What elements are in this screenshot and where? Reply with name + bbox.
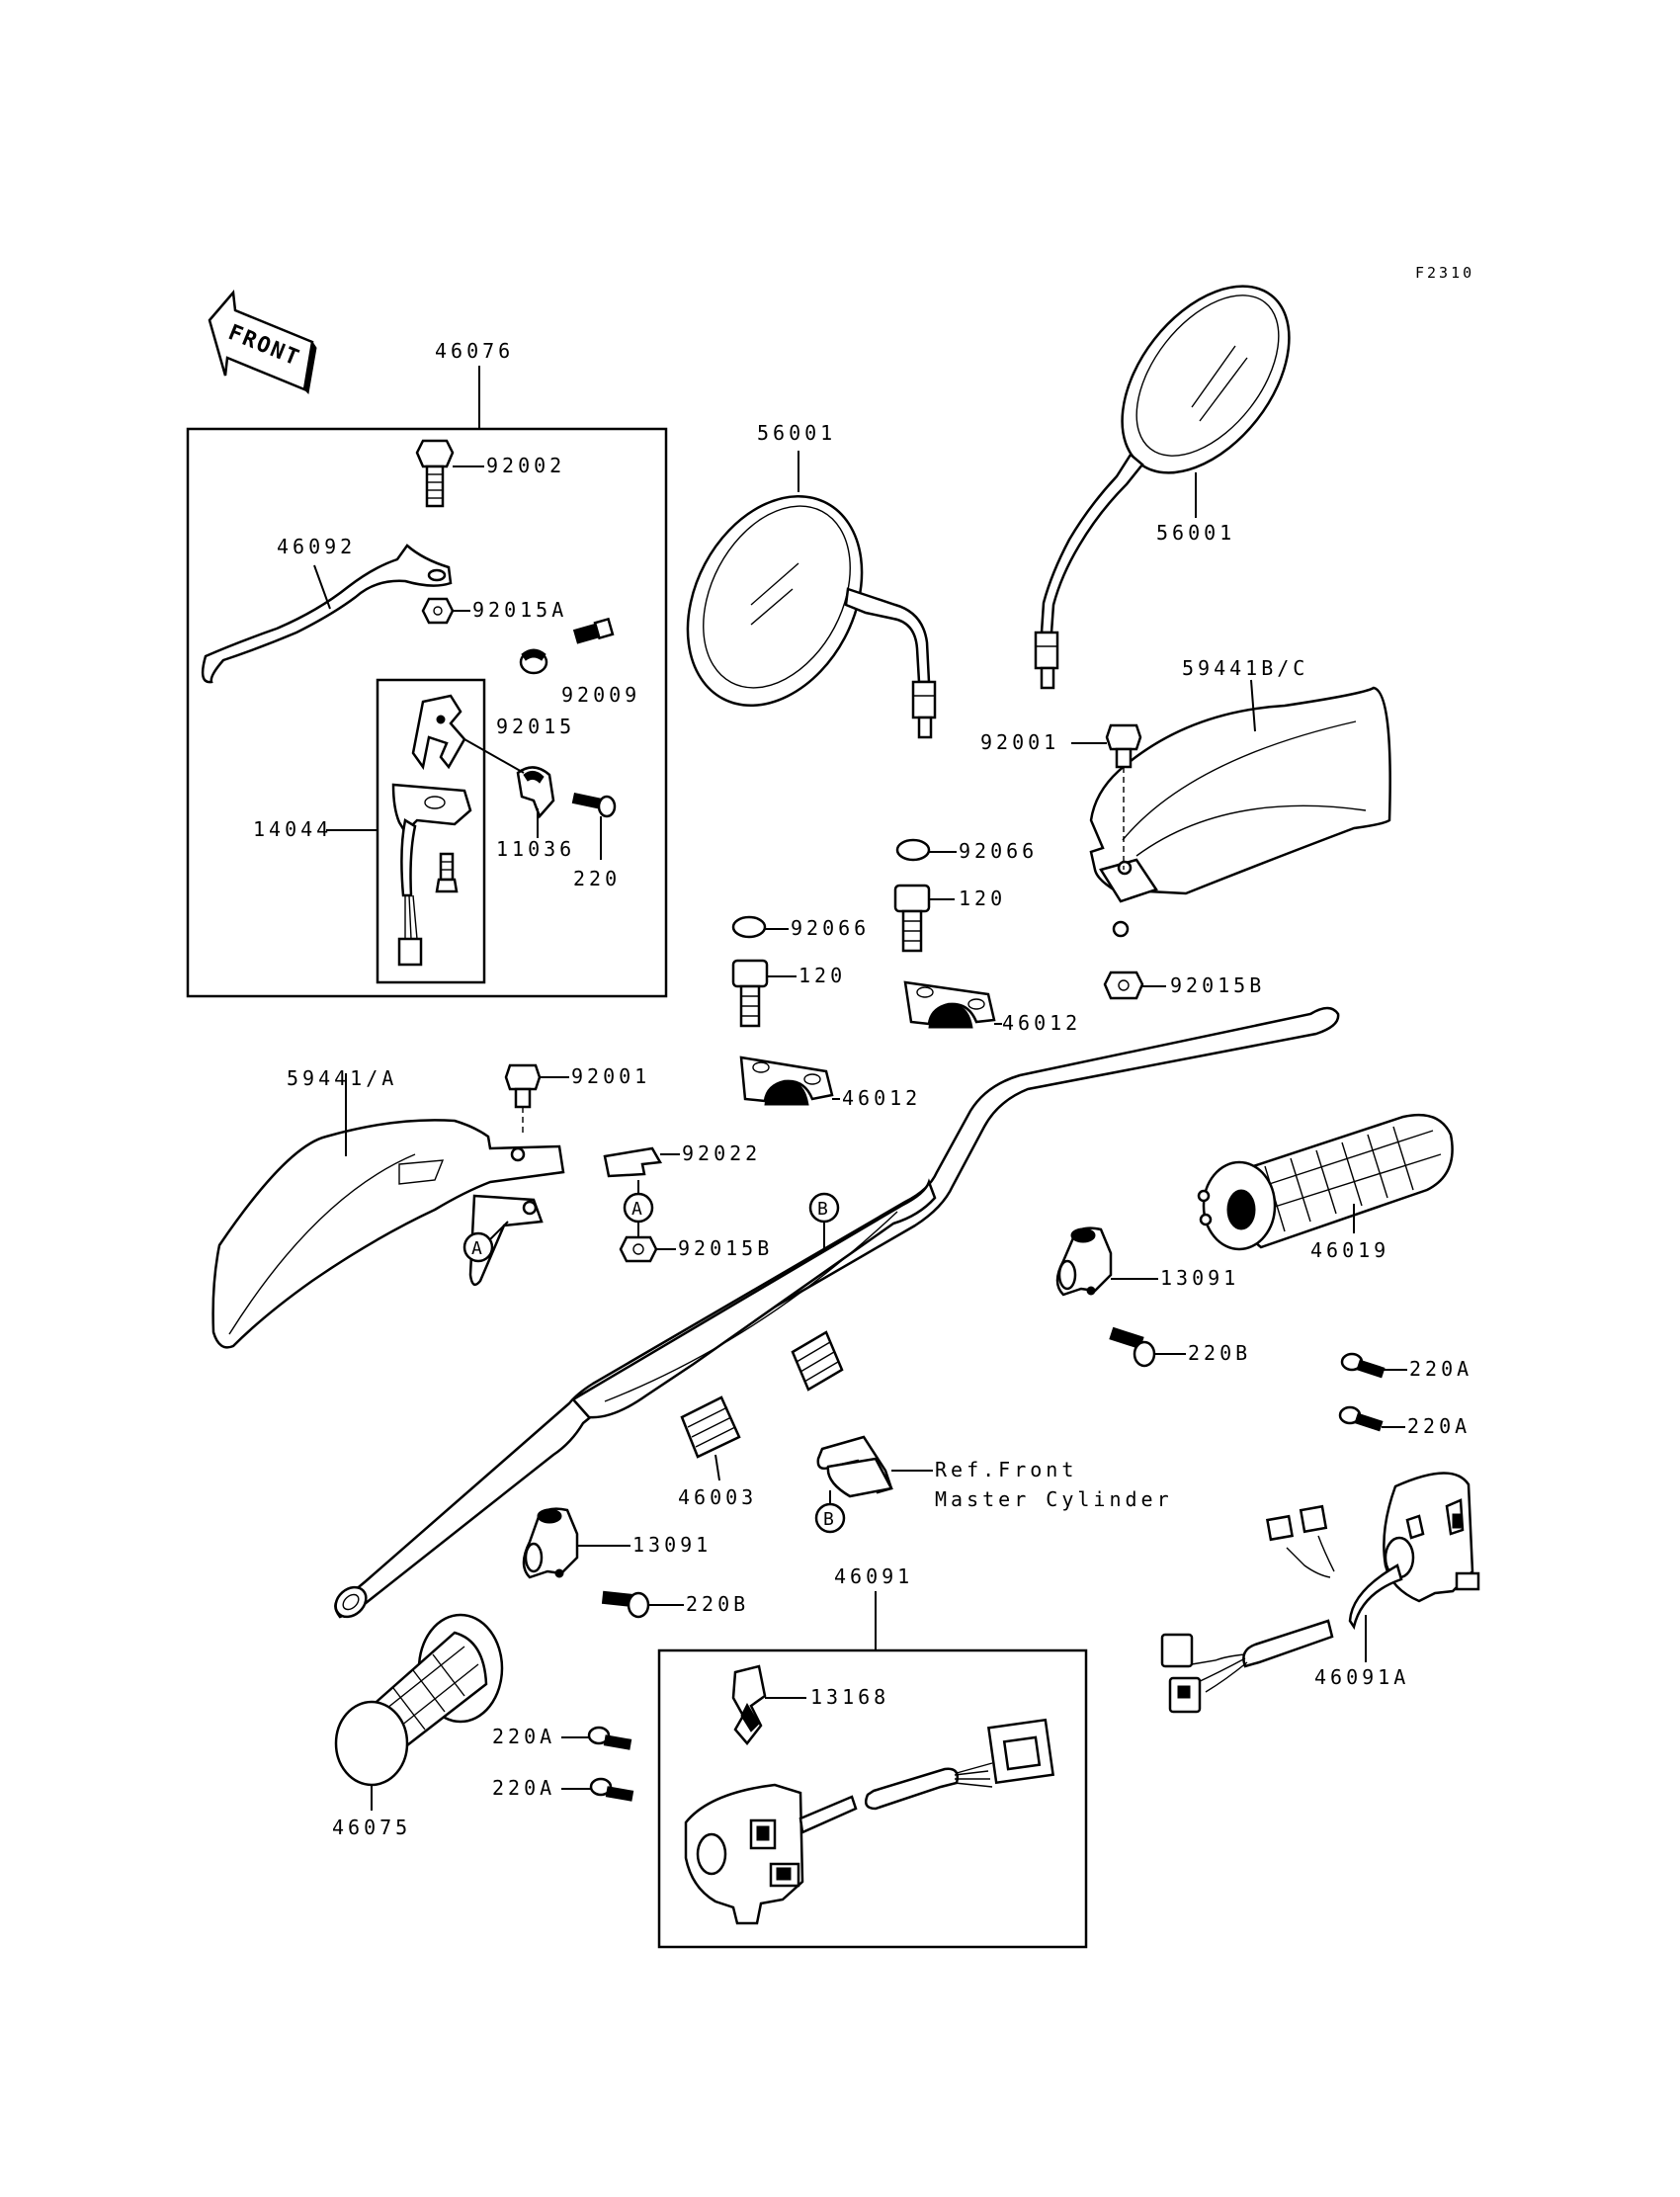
- screw-220a-l2-icon: [589, 1777, 634, 1802]
- screw-small-icon: [435, 852, 459, 893]
- nut-92015b-right-icon: [1103, 971, 1144, 1000]
- label-92066-a: 92066: [959, 839, 1038, 863]
- label-92015b-right: 92015B: [1170, 973, 1265, 997]
- bolt-92001-left-icon: [504, 1063, 542, 1109]
- label-220a-l1: 220A: [492, 1725, 555, 1748]
- mirror-right-icon: [1034, 285, 1291, 690]
- label-46092: 46092: [277, 535, 356, 558]
- label-92002: 92002: [486, 454, 565, 477]
- clamp-13091-right-icon: [1055, 1226, 1113, 1297]
- nut-92015-icon: [519, 648, 548, 675]
- label-92001-left: 92001: [571, 1064, 650, 1088]
- label-220b-left: 220B: [686, 1592, 749, 1616]
- label-92015a: 92015A: [472, 598, 567, 622]
- switch-bracket-icon: [391, 783, 472, 967]
- callout-b-handlebar: B: [808, 1192, 840, 1224]
- switch-46091-box: [657, 1648, 1088, 1949]
- label-46012-b: 46012: [842, 1086, 921, 1110]
- hand-guard-left-icon: [211, 1119, 565, 1349]
- label-46003: 46003: [678, 1485, 757, 1509]
- callout-a-left: A: [462, 1231, 494, 1263]
- svg-text:A: A: [471, 1238, 482, 1259]
- label-13091-right: 13091: [1160, 1266, 1239, 1290]
- label-46019: 46019: [1310, 1238, 1389, 1262]
- label-14044: 14044: [253, 817, 332, 841]
- label-220: 220: [573, 867, 621, 890]
- bolt-92002-icon: [415, 439, 455, 508]
- clip-13168-icon: [731, 1664, 767, 1745]
- label-220a-l2: 220A: [492, 1776, 555, 1800]
- label-120-a: 120: [959, 887, 1006, 910]
- clamp-46012-b-icon: [739, 1056, 834, 1106]
- washer-92066-a-icon: [895, 838, 931, 862]
- label-11036: 11036: [496, 837, 575, 861]
- label-220b-right: 220B: [1188, 1341, 1251, 1365]
- label-46012-a: 46012: [1002, 1011, 1081, 1035]
- label-92015b-left: 92015B: [678, 1236, 773, 1260]
- nut-92015a-icon: [421, 597, 455, 625]
- label-220a-r1: 220A: [1409, 1357, 1472, 1381]
- screw-220a-r2-icon: [1338, 1405, 1384, 1432]
- bolt-120-b-icon: [731, 959, 769, 1028]
- label-56001-right: 56001: [1156, 521, 1235, 545]
- handlebar-46003-icon: [334, 1006, 1340, 1619]
- lever-46092-icon: [201, 544, 453, 684]
- figure-code: F2310: [1415, 264, 1474, 282]
- label-56001-left: 56001: [757, 421, 836, 445]
- clamp-13091-left-icon: [522, 1507, 579, 1579]
- clip-92022-icon: [603, 1146, 663, 1178]
- screw-220a-l1-icon: [587, 1726, 632, 1750]
- label-59441-a: 59441/A: [287, 1066, 397, 1090]
- svg-text:B: B: [823, 1509, 834, 1530]
- label-13091-left: 13091: [632, 1533, 712, 1557]
- label-220a-r2: 220A: [1407, 1414, 1470, 1438]
- label-92001-right: 92001: [980, 730, 1059, 754]
- switch-46091-icon: [684, 1718, 1055, 1925]
- callout-a-right: A: [623, 1192, 654, 1224]
- screw-220b-right-icon: [1109, 1326, 1156, 1368]
- knurl-pad-icon: [680, 1330, 844, 1459]
- clamp-46012-a-icon: [903, 980, 996, 1029]
- label-59441b-c: 59441B/C: [1182, 656, 1308, 680]
- ref-line2: Master Cylinder: [935, 1487, 1173, 1511]
- screw-220b-left-icon: [601, 1590, 650, 1619]
- label-92066-b: 92066: [791, 916, 870, 940]
- screw-92009-icon: [572, 617, 615, 644]
- label-92009: 92009: [561, 683, 640, 707]
- screw-220-icon: [571, 792, 617, 818]
- nut-92015b-left-icon: [619, 1235, 658, 1263]
- label-46076: 46076: [435, 339, 514, 363]
- master-cylinder-clamp-icon: [816, 1435, 893, 1498]
- mirror-left-icon: [686, 494, 937, 739]
- hand-guard-right-icon: [1089, 686, 1391, 938]
- svg-text:B: B: [817, 1199, 828, 1220]
- front-arrow-icon: FRONT: [208, 290, 317, 395]
- label-120-b: 120: [798, 964, 846, 987]
- callout-b-clamp: B: [814, 1502, 846, 1534]
- label-46075: 46075: [332, 1816, 411, 1839]
- switch-46091a-icon: [1160, 1472, 1480, 1714]
- ref-line1: Ref.Front: [935, 1458, 1077, 1481]
- bolt-120-a-icon: [893, 884, 931, 953]
- screw-220a-r1-icon: [1340, 1352, 1386, 1379]
- label-92022: 92022: [682, 1141, 761, 1165]
- label-46091: 46091: [834, 1564, 913, 1588]
- washer-92066-b-icon: [731, 915, 767, 939]
- grip-46075-icon: [334, 1613, 504, 1787]
- grip-46019-icon: [1197, 1113, 1454, 1251]
- label-46091a: 46091A: [1314, 1665, 1409, 1689]
- svg-text:A: A: [631, 1199, 642, 1220]
- clip-11036-icon: [516, 766, 555, 819]
- clamp-icon: [411, 694, 466, 771]
- label-13168: 13168: [810, 1685, 889, 1709]
- lever-assembly-box: [186, 427, 668, 998]
- label-92015: 92015: [496, 715, 575, 738]
- lever-assembly-group: 46076 92002 46092 92015A: [186, 339, 668, 998]
